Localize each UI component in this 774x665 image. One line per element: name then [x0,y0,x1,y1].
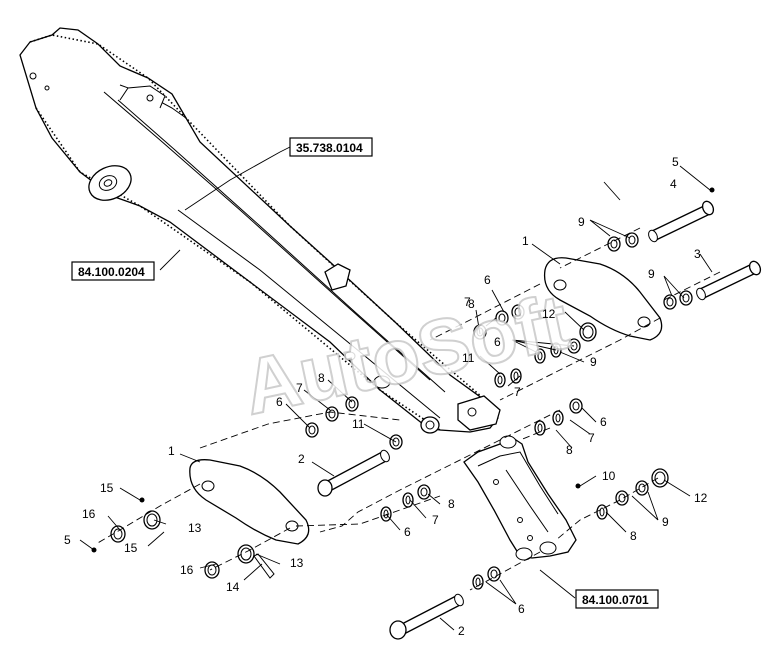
washer-bore [113,528,123,540]
callout-13-a: 13 [188,521,202,535]
callout-6-e: 6 [404,525,411,539]
callout-15-a: 15 [100,481,114,495]
leader-lines [79,146,713,631]
callout-6-a: 6 [484,273,491,287]
callout-3: 3 [694,247,701,261]
washer-bore [666,297,674,307]
washer-bore [682,293,690,303]
callout-8-b: 8 [318,371,325,385]
callout-12-a: 12 [542,307,556,321]
washer-bore [348,399,356,409]
washer-bore [490,569,498,579]
washer-bore [420,487,428,497]
callout-2-lower: 2 [458,624,465,638]
link-plate-left [189,459,310,545]
washer-bore [599,507,605,517]
small-pin [575,483,581,489]
callout-7-a: 7 [464,295,471,309]
callout-7-c: 7 [296,381,303,395]
washer-bore [618,493,626,503]
callout-9-c: 9 [590,355,597,369]
washer-bore [146,513,158,527]
pin-4 [648,200,715,243]
pin-3 [696,260,762,301]
callout-9-a: 9 [578,215,585,229]
washer-bore [308,425,316,435]
washer-bore [207,564,217,576]
callout-10: 10 [602,469,616,483]
callout-2-upper: 2 [298,452,305,466]
reference-label: 84.100.0701 [582,593,649,607]
callout-16-b: 16 [180,563,194,577]
reference-label: 84.100.0204 [78,265,145,279]
callout-9-d: 9 [662,515,669,529]
callout-numbers: 1 1 2 2 3 4 5 5 6 6 6 6 6 6 7 7 7 7 7 8 … [64,155,708,638]
callout-5-left: 5 [64,533,71,547]
small-pin [709,187,715,193]
callout-12-b: 12 [694,491,708,505]
reference-box-35-738-0104[interactable]: 35.738.0104 [289,137,373,157]
callout-8-d: 8 [448,497,455,511]
washer-bore [498,313,506,323]
pin-2-lower [389,593,464,640]
callout-6-f: 6 [518,602,525,616]
washer-bore [572,401,580,411]
reference-box-84-100-0204[interactable]: 84.100.0204 [71,261,155,281]
callout-7-e: 7 [432,513,439,527]
callout-11-b: 11 [352,417,365,431]
callout-8-c: 8 [566,443,573,457]
callout-14: 14 [226,580,240,594]
washer-bore [537,423,543,433]
washer-bore [555,413,561,423]
small-pin [139,497,145,503]
link-plate-right [543,257,663,341]
callout-8-e: 8 [630,529,637,543]
pin-2-upper [317,449,390,497]
callout-13-b: 13 [290,556,304,570]
washer-bore [405,495,411,505]
washer-bore [497,375,503,385]
washer-bore [638,483,646,493]
callout-11-a: 11 [462,351,475,365]
callout-16-a: 16 [82,507,96,521]
reference-label: 35.738.0104 [296,141,363,155]
callout-9-b: 9 [648,267,655,281]
callout-6-c: 6 [276,395,283,409]
washer-bore [582,325,594,339]
callout-7-d: 7 [588,431,595,445]
reference-box-84-100-0701[interactable]: 84.100.0701 [575,589,659,609]
callout-1-left: 1 [168,444,175,458]
callout-6-b: 6 [494,335,501,349]
callout-15-b: 15 [124,541,138,555]
washers [91,187,715,590]
callout-4: 4 [670,177,677,191]
washer-bore [628,235,636,245]
callout-6-d: 6 [600,415,607,429]
callout-7-b: 7 [514,385,521,399]
connecting-link [463,435,577,561]
callout-1-right: 1 [522,234,529,248]
boom-arm [19,27,501,434]
washer-bore [514,307,522,317]
washer-bore [610,239,618,249]
washer-bore [654,471,666,485]
callout-5-top: 5 [672,155,679,169]
callout-8-a: 8 [468,297,475,311]
